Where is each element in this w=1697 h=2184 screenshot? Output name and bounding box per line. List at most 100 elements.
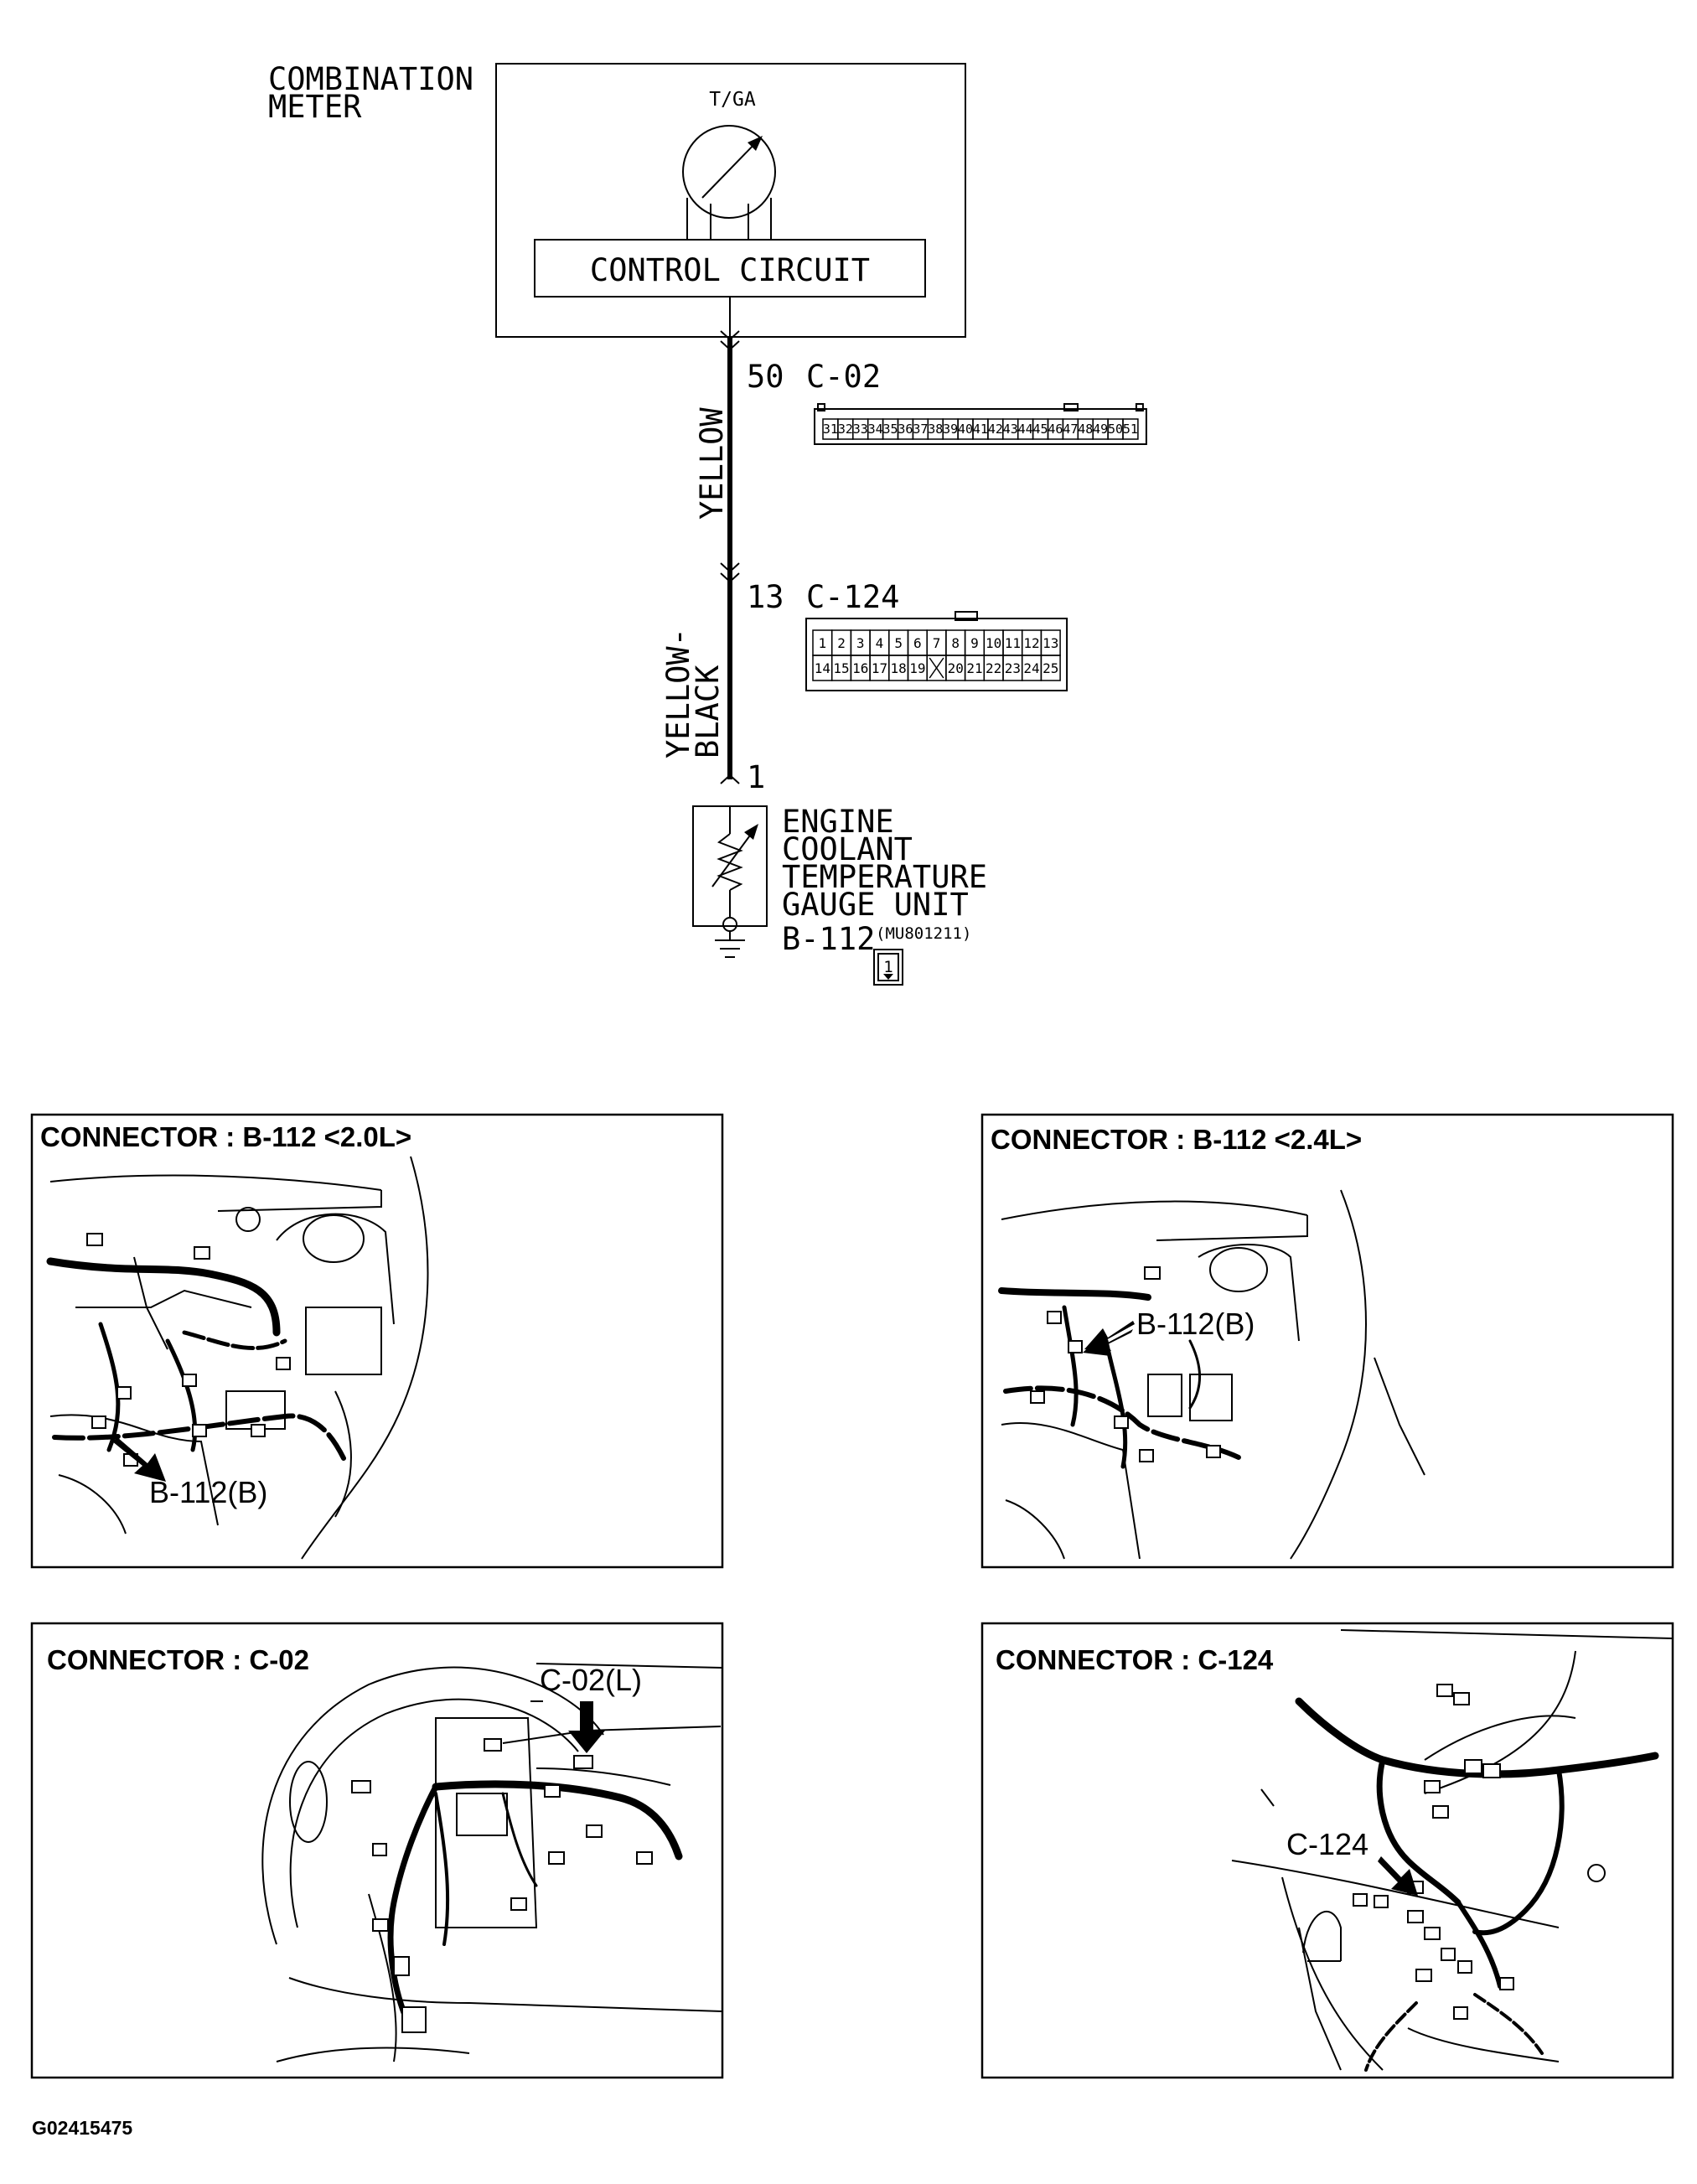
c02-pin-number: 47 [1063,422,1078,437]
c124-pin-number: 2 [837,635,846,651]
c02-pin-number: 48 [1078,422,1093,437]
c124-pin-number: 17 [872,660,887,676]
c124-pin-number: 11 [1005,635,1021,651]
c02-pin-number: 37 [913,422,928,437]
panel-c02-callout: C-02(L) [540,1663,642,1697]
c124-pin-number: 15 [833,660,849,676]
pin-sensor: 1 [747,759,765,795]
c124-pin-number: 9 [970,635,979,651]
connector-c124-label: C-124 [806,579,899,615]
c124-pin-number: 13 [1043,635,1058,651]
control-circuit-label: CONTROL CIRCUIT [590,252,870,288]
sensor-part-number: (MU801211) [876,924,971,943]
c124-pin-number: 5 [894,635,903,651]
c02-pin-number: 42 [988,422,1003,437]
connector-mark-c124 [720,562,740,573]
harness-c02 [387,1780,683,2031]
c02-pin-number: 31 [823,422,838,437]
c02-pin-number: 45 [1033,422,1048,437]
sensor-name-line2: COOLANT [782,831,913,867]
c02-pin-number: 51 [1123,422,1138,437]
sensor-connector-label: B-112 [782,921,875,957]
c124-pin-number: 10 [986,635,1001,651]
panel-c02-title: CONNECTOR : C-02 [47,1644,309,1675]
sensor-connector-pin: 1 [883,958,892,976]
schematic: COMBINATION METER T/GA CONTROL CIRCUIT 5… [268,61,1147,986]
gauge-needle [701,138,760,199]
panel-c124-callout: C-124 [1286,1827,1368,1861]
temperature-gauge-icon [682,125,776,219]
c02-pin-number: 44 [1018,422,1033,437]
c124-pin-number: 25 [1043,660,1058,676]
sensor-connector-face [873,949,903,986]
c124-pin-number: 1 [819,635,827,651]
c02-pin-number: 34 [868,422,883,437]
gauge-needle-arrow-icon [748,136,763,151]
dashboard-illustration [261,1663,723,2062]
c02-pin-cell [1122,418,1139,440]
panel-b112-2-0l: CONNECTOR : B-112 <2.0L> [30,1113,724,1569]
c124-latch [955,611,978,621]
callout-arrow-icon [1083,1329,1133,1356]
c124-pin-number: 16 [852,660,868,676]
c02-pin-number: 39 [943,422,958,437]
c124-pin-number: 4 [876,635,884,651]
connector-mark-meter [720,330,740,341]
c02-pin-number: 46 [1048,422,1063,437]
panel-b112-2-0l-callout: B-112(B) [149,1475,267,1509]
c02-pin-number: 32 [838,422,853,437]
c124-pin-number: 19 [909,660,925,676]
c124-pin-number: 23 [1005,660,1021,676]
c02-pin-number: 49 [1093,422,1108,437]
panel-b112-2-4l-callout: B-112(B) [1136,1307,1255,1341]
engine-bay-2-4l-illustration [1001,1189,1425,1560]
c124-pin-number: 24 [1023,660,1039,676]
panel-c02: CONNECTOR : C-02 [30,1622,724,2079]
c02-pin-number: 38 [928,422,943,437]
sensor-name-line3: TEMPERATURE [782,859,987,895]
callout-arrow-icon [1378,1856,1418,1896]
c124-pin-cell [1040,655,1061,681]
c02-pin-number: 36 [898,422,913,437]
panel-b112-2-4l-title: CONNECTOR : B-112 <2.4L> [991,1124,1362,1155]
c02-pin-number: 41 [973,422,988,437]
console-illustration [1231,1629,1674,2071]
c124-pin-number: 3 [856,635,865,651]
meter-title-line2: METER [268,89,362,125]
c02-pin-number: 50 [1108,422,1123,437]
c124-pin-number: 14 [815,660,830,676]
c124-pin-number: 22 [986,660,1001,676]
wire-color-yellow-black-1: YELLOW- [660,628,696,758]
meter-title-line1: COMBINATION [268,61,473,97]
wire-color-yellow: YELLOW [694,407,730,520]
callout-arrow-icon [112,1437,166,1482]
connector-blocks-2-0l [86,1233,291,1467]
wire-color-yellow-black-2: BLACK [690,665,726,758]
connector-blocks-c124 [1353,1684,1514,2020]
pin-meter: 50 [747,359,784,395]
pin-c124: 13 [747,579,784,615]
panel-b112-2-0l-title: CONNECTOR : B-112 <2.0L> [40,1121,411,1152]
c02-pin-number: 33 [853,422,868,437]
panel-c124-title: CONNECTOR : C-124 [996,1644,1274,1675]
engine-bay-2-0l-illustration [49,1156,429,1560]
c02-pin-number: 35 [883,422,898,437]
c124-pin-number: 7 [933,635,941,651]
panel-c124: CONNECTOR : C-124 [980,1622,1674,2079]
c124-pin-number: 8 [951,635,960,651]
connector-mark-sensor [720,774,740,784]
c124-pin-number: 20 [948,660,964,676]
connector-c02-label: C-02 [806,359,881,395]
c124-pin-number: 21 [966,660,982,676]
c02-latch [1063,403,1079,411]
sensor-name-line1: ENGINE [782,804,894,840]
panel-b112-2-4l: CONNECTOR : B-112 <2.4L> [980,1113,1674,1569]
c02-pin-number: 43 [1003,422,1018,437]
c124-pin-number: 6 [913,635,922,651]
callout-arrow-icon [568,1701,605,1753]
gauge-label: T/GA [709,89,756,111]
